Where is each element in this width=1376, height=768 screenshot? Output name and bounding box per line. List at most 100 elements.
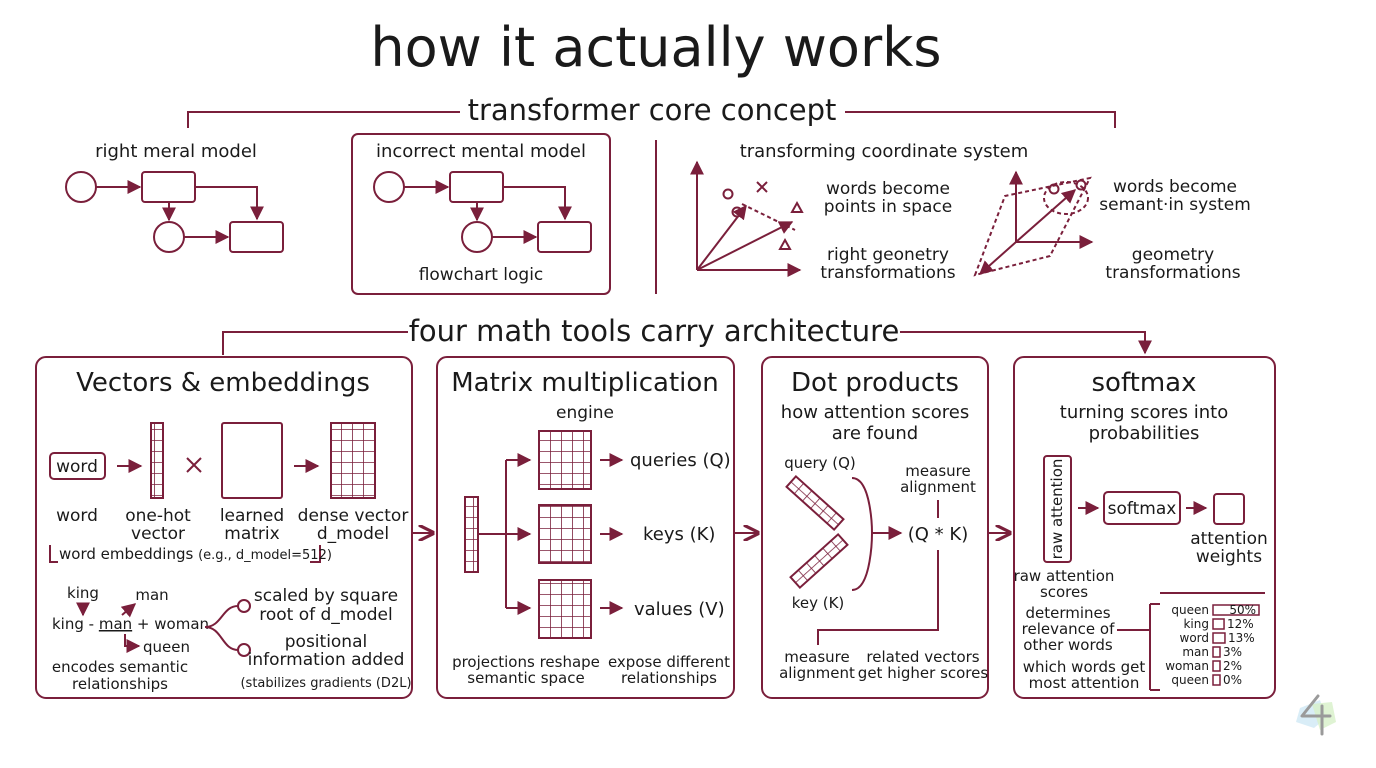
projections-line2: semantic space — [467, 669, 584, 687]
attention-weights-line1: attention — [1190, 529, 1268, 549]
bar-percent-label: 0% — [1223, 673, 1242, 687]
man-arrow — [120, 603, 137, 618]
values-label: values (V) — [634, 599, 725, 620]
onehot-caption-line2: vector — [131, 524, 185, 544]
queen-label: queen — [143, 638, 190, 656]
qk-label: (Q * K) — [908, 524, 968, 545]
softmax-box — [1103, 491, 1181, 525]
measure-top-line2: alignment — [900, 478, 976, 496]
positional-line1: positional — [285, 632, 367, 652]
expose-line2: relationships — [621, 669, 717, 687]
query-label: query (Q) — [784, 454, 856, 472]
dot-subtitle-line2: are found — [832, 423, 918, 444]
which-words-line1: which words get — [1023, 658, 1146, 676]
branch-connector — [204, 599, 251, 657]
words-semantic-line2: semant·in system — [1099, 195, 1251, 215]
learned-caption-line2: matrix — [224, 524, 279, 544]
queries-label: queries (Q) — [630, 450, 731, 471]
determines-line3: other words — [1023, 636, 1113, 654]
qkv-branch-lines — [478, 453, 532, 615]
which-words-line2: most attention — [1029, 674, 1140, 692]
right-geometry-line2: transformations — [820, 263, 955, 283]
stabilizes-note: (stabilizes gradients (D2L) — [240, 676, 411, 691]
matrix-engine: engine — [556, 403, 614, 423]
measure-top-line1: measure — [905, 462, 970, 480]
determines-line2: relevance of — [1022, 620, 1115, 638]
bar-word-label: word — [1180, 631, 1210, 645]
dense-vector-icon — [330, 422, 376, 499]
attention-bar — [1212, 632, 1226, 644]
core-bracket — [187, 111, 1116, 128]
embeddings-label: word embeddings (e.g., d_model=512) — [59, 545, 332, 563]
dot-panel — [761, 356, 989, 699]
scaled-line1: scaled by square — [254, 586, 398, 606]
attention-bar — [1212, 674, 1221, 686]
man-label: man — [135, 586, 168, 604]
word-box-label: word — [56, 457, 98, 477]
encodes-line1: encodes semantic — [52, 658, 188, 676]
word-caption: word — [56, 506, 98, 526]
attention-bar — [1212, 604, 1260, 616]
related-line2: get higher scores — [858, 664, 989, 682]
page-title: how it actually works — [370, 16, 941, 79]
measure-bottom-line — [817, 550, 939, 645]
projections-line1: projections reshape — [452, 653, 600, 671]
dot-title: Dot products — [791, 368, 959, 398]
geometry-line2: transformations — [1105, 263, 1240, 283]
positional-line2: information added — [248, 650, 405, 670]
softmax-title: softmax — [1092, 368, 1197, 398]
measure-bottom-line2: alignment — [779, 664, 855, 682]
coord-plot-right — [973, 170, 1094, 277]
value-weight-matrix-icon — [538, 579, 592, 639]
geometry-line1: geometry — [1132, 245, 1214, 265]
expose-line1: expose different — [608, 653, 730, 671]
bar-chart-bracket — [1149, 592, 1265, 691]
right-geometry-line1: right geonetry — [827, 245, 949, 265]
determines-line1: determines — [1025, 604, 1110, 622]
word-box — [49, 452, 106, 480]
coord-system-label: transforming coordinate system — [740, 141, 1029, 162]
scaled-line2: root of d_model — [259, 605, 393, 625]
bar-word-label: king — [1183, 617, 1209, 631]
core-heading: transformer core concept — [468, 93, 837, 127]
queen-arrow — [124, 634, 141, 653]
key-weight-matrix-icon — [538, 504, 592, 564]
flowchart-logic-label: flowchart logic — [419, 265, 544, 285]
vectors-panel — [35, 356, 413, 699]
bar-percent-label: 50% — [1229, 603, 1256, 617]
analogy-equation: king - man + woman — [52, 615, 209, 633]
bar-percent-label: 12% — [1227, 617, 1254, 631]
dot-merge-bracket — [851, 477, 903, 591]
incorrect-model-label: incorrect mental model — [376, 141, 586, 162]
raw-attention-vertical: raw attention — [1048, 459, 1066, 560]
softmax-box-label: softmax — [1108, 499, 1177, 519]
keys-label: keys (K) — [643, 524, 715, 545]
encodes-line2: relationships — [72, 675, 168, 693]
colorful-4-logo-icon — [1296, 694, 1336, 736]
incorrect-model-flowchart — [373, 171, 592, 253]
coord-plot-left — [690, 160, 804, 277]
bar-word-label: woman — [1165, 659, 1209, 673]
vectors-title: Vectors & embeddings — [76, 368, 370, 398]
matrix-panel — [436, 356, 735, 699]
input-vector-icon — [464, 496, 479, 573]
attention-bar — [1212, 660, 1221, 672]
words-points-line1: words become — [826, 179, 950, 199]
right-model-flowchart — [65, 171, 284, 253]
query-vector-icon — [785, 474, 845, 532]
dense-caption-line2: d_model — [317, 524, 389, 544]
softmax-subtitle-line1: turning scores into — [1060, 402, 1228, 423]
bar-word-label: queen — [1171, 673, 1209, 687]
tools-heading: four math tools carry architecture — [409, 314, 900, 348]
onehot-caption-line1: one-hot — [125, 506, 191, 526]
dot-subtitle-line1: how attention scores — [781, 402, 969, 423]
raw-scores-line2: scores — [1040, 583, 1088, 601]
learned-matrix-icon — [221, 422, 283, 499]
related-line1: related vectors — [866, 648, 979, 666]
key-label: key (K) — [792, 594, 845, 612]
attention-bar — [1212, 618, 1225, 630]
attention-weights-line2: weights — [1196, 547, 1262, 567]
right-model-label: right meral model — [95, 141, 257, 162]
